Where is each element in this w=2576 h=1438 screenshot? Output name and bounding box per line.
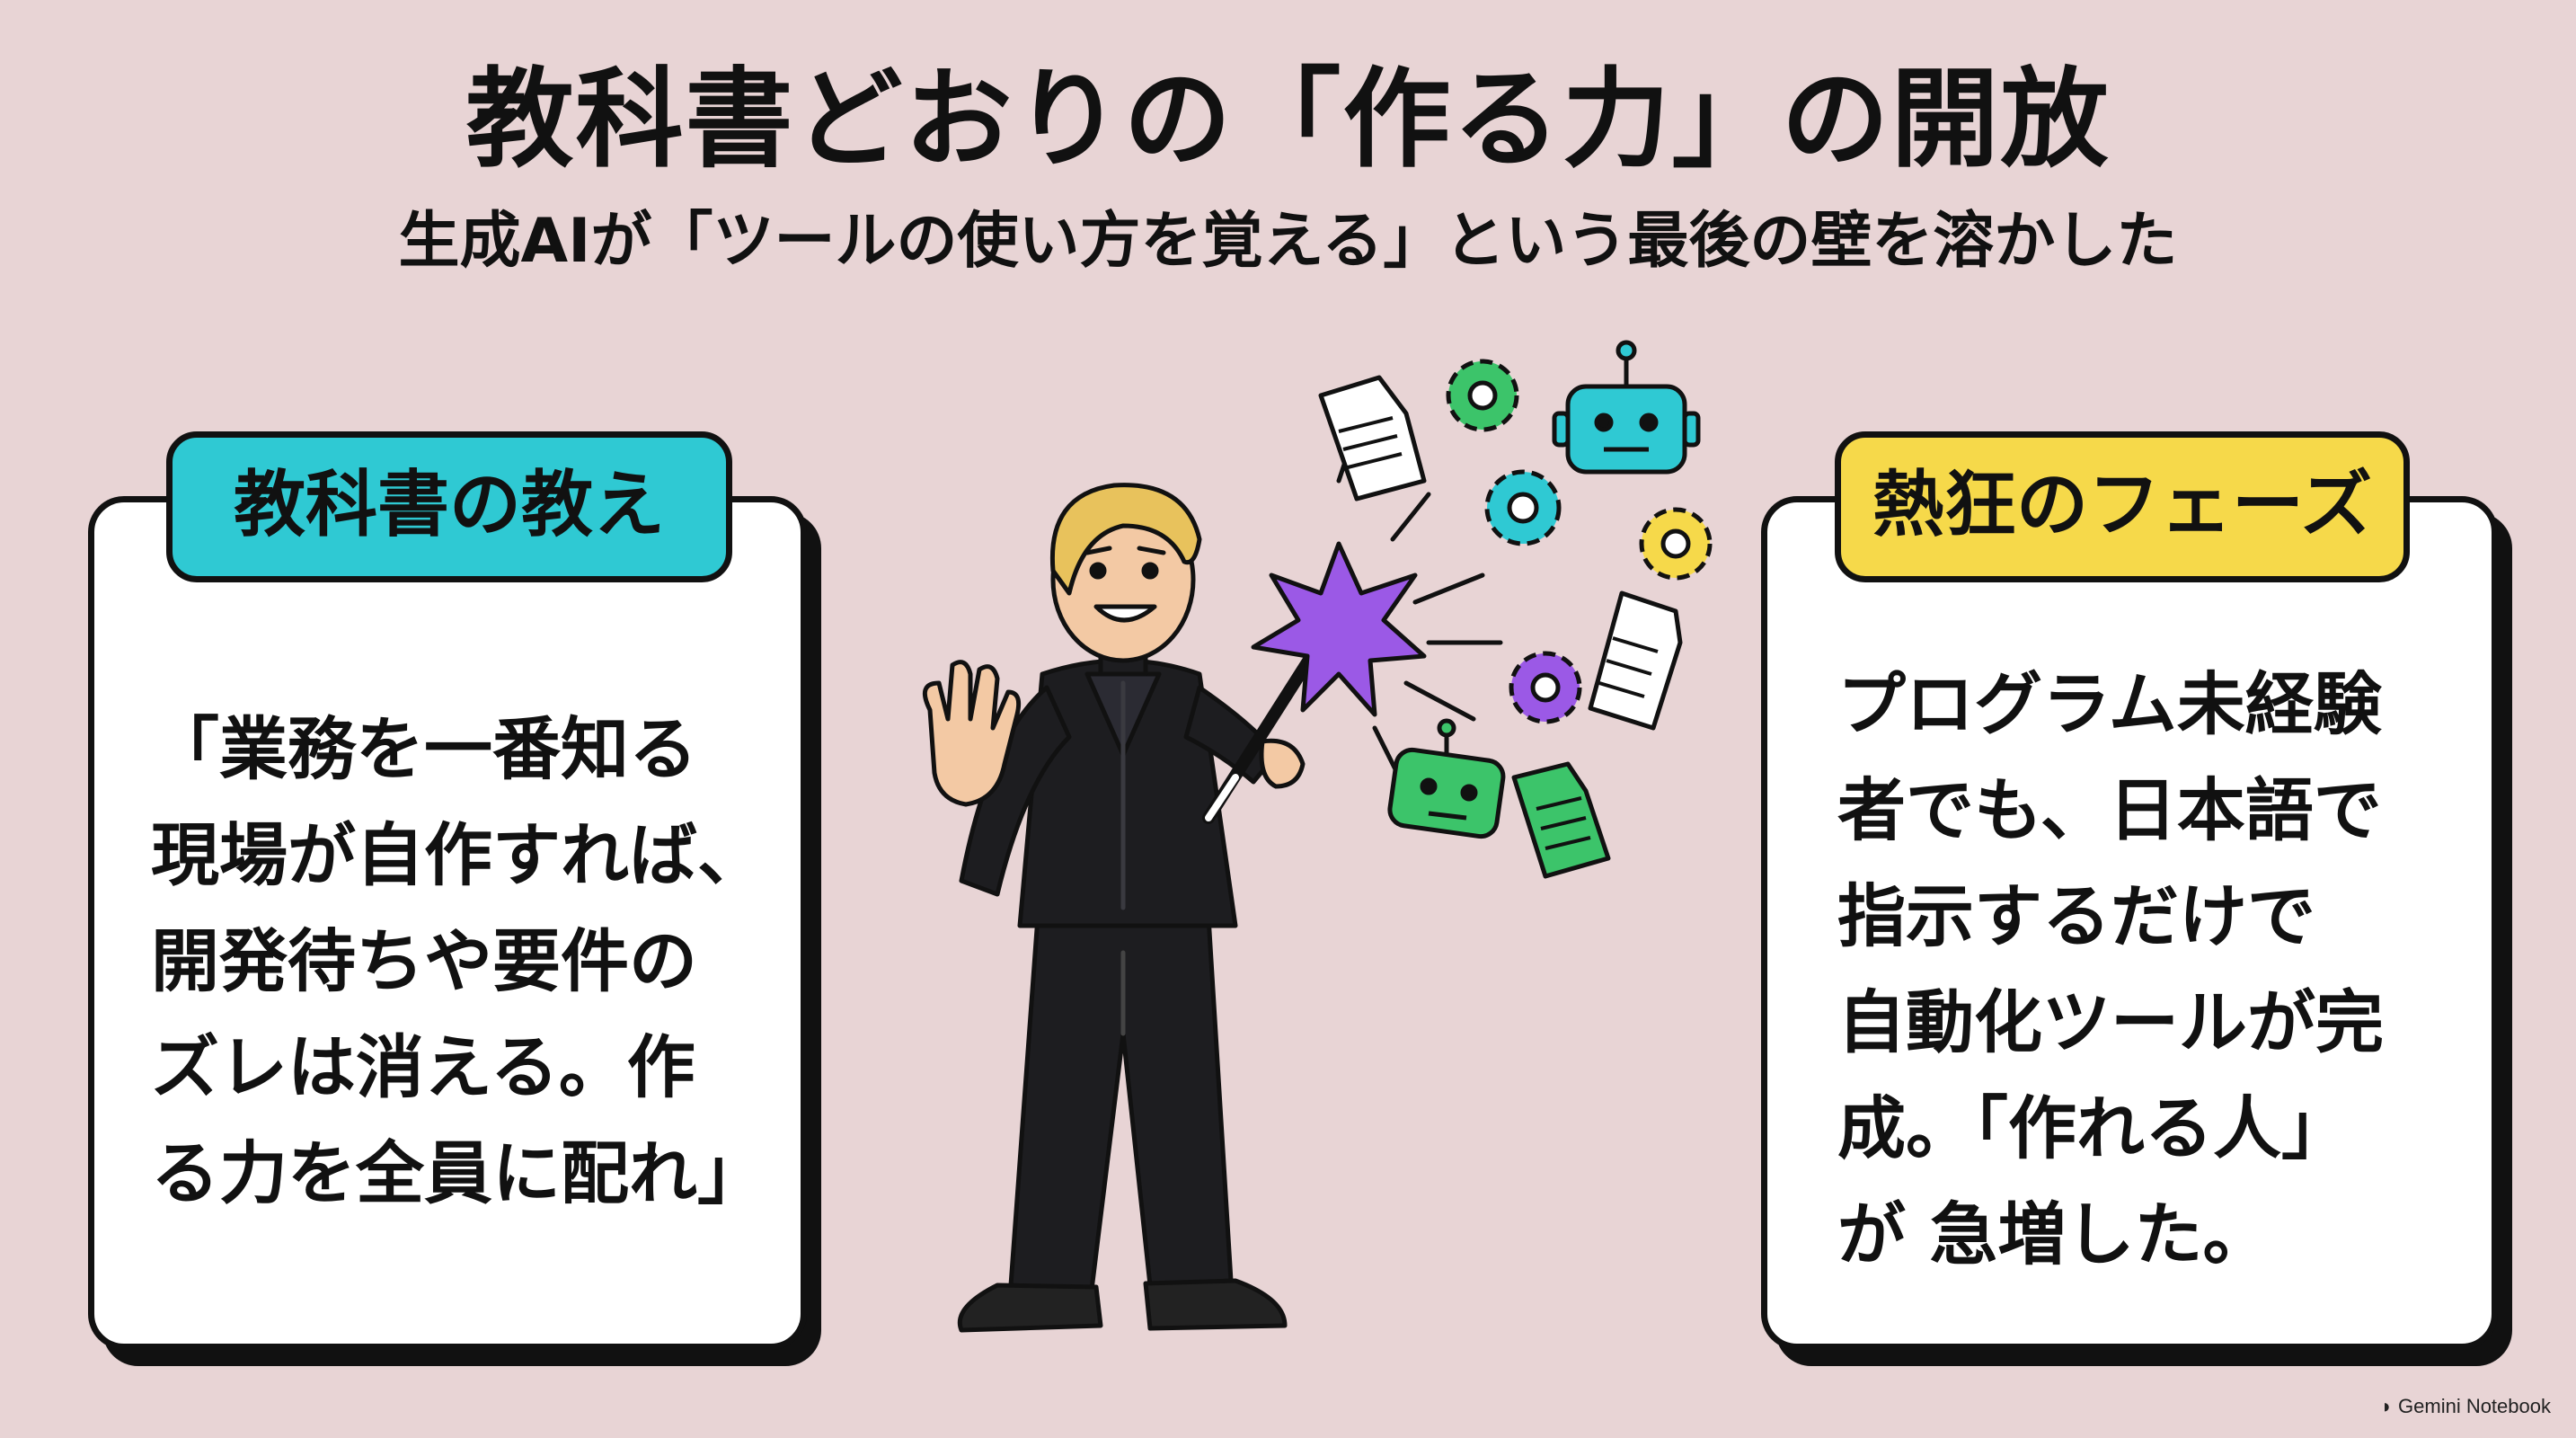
gear-icon <box>1639 507 1713 581</box>
gear-icon <box>1446 359 1519 432</box>
textbook-line: 開発待ちや要件の <box>151 921 697 1001</box>
gear-icon <box>1509 651 1582 724</box>
footer-credit: ◗ Gemini Notebook <box>2381 1395 2551 1418</box>
frenzy-line: 自動化ツールが完 <box>1837 982 2384 1062</box>
document-icon <box>1588 590 1683 731</box>
textbook-line: 「業務を一番知る <box>151 709 697 789</box>
frenzy-description: プログラム未経験 者でも、日本語で 指示するだけで 自動化ツールが完 成。「作れ… <box>1837 652 2457 1288</box>
textbook-tag: 教科書の教え <box>166 431 732 582</box>
wizard-illustration <box>922 340 1713 1333</box>
frenzy-line: プログラム未経験 <box>1837 664 2382 744</box>
frenzy-line: 成。「作れる人」 <box>1837 1088 2350 1168</box>
textbook-line: 現場が自作すれば、 <box>151 815 766 895</box>
gear-icon <box>1484 469 1562 546</box>
textbook-line: る力を全員に配れ」 <box>151 1133 766 1213</box>
sparkle-burst-icon <box>1251 541 1427 717</box>
textbook-line: ズレは消える。作 <box>151 1027 695 1107</box>
notebook-icon: ◗ <box>2380 1395 2399 1417</box>
textbook-card <box>88 496 807 1350</box>
frenzy-line: 者でも、日本語で <box>1837 770 2382 850</box>
document-icon <box>1318 375 1427 502</box>
robot-icon <box>1387 718 1506 839</box>
page-title: 教科書どおりの「作る力」の開放 <box>465 58 2111 182</box>
frenzy-card <box>1761 496 2498 1350</box>
robot-icon <box>1552 340 1701 475</box>
frenzy-line: 指示するだけで <box>1837 876 2315 956</box>
document-icon <box>1511 761 1611 879</box>
credit-text: Gemini Notebook <box>2398 1395 2551 1417</box>
shoe-icon <box>958 1283 1103 1333</box>
page-subtitle: 生成AIが「ツールの使い方を覚える」という最後の壁を溶かした <box>398 206 2178 277</box>
textbook-quote: 「業務を一番知る 現場が自作すれば、 開発待ちや要件の ズレは消える。作 る力を… <box>151 697 780 1227</box>
frenzy-tag: 熱狂のフェーズ <box>1835 431 2410 582</box>
frenzy-line: が 急増した。 <box>1837 1194 2271 1274</box>
